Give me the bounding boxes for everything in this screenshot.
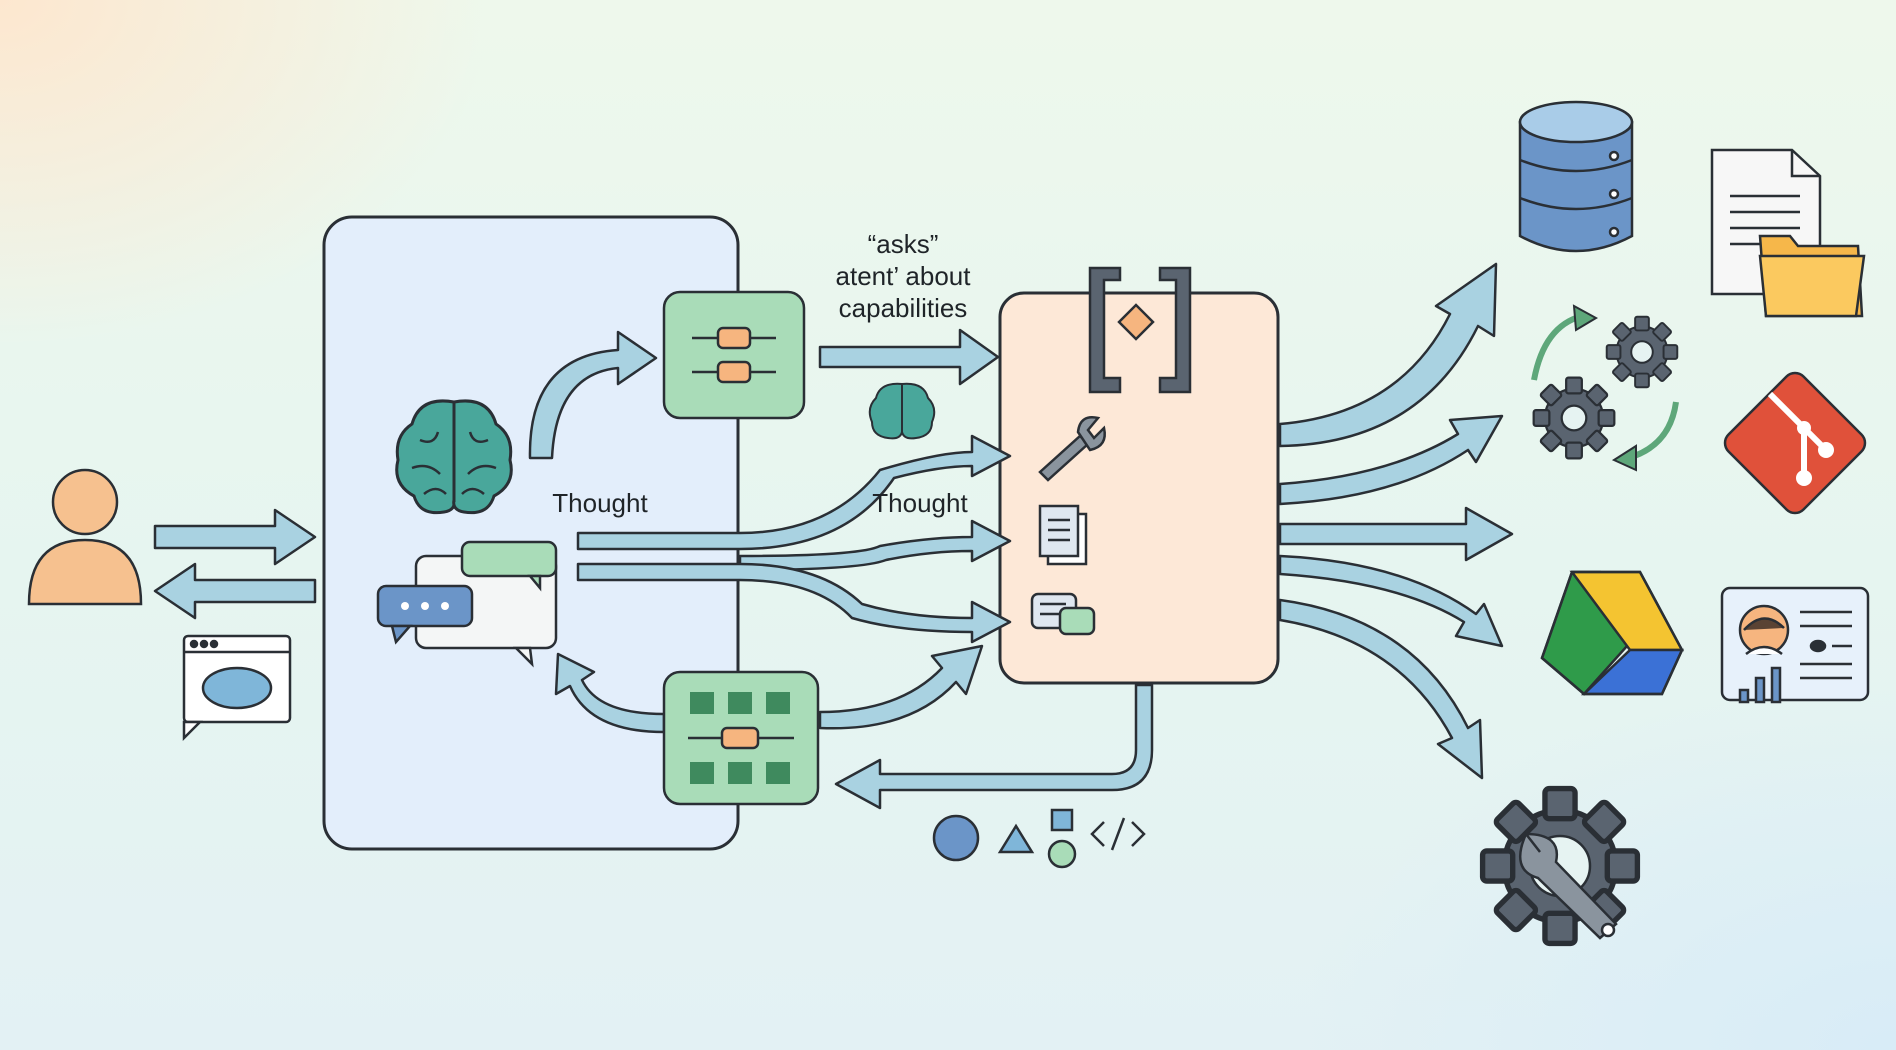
user-icon bbox=[27, 468, 143, 606]
documents-icon bbox=[1038, 504, 1088, 566]
git-icon bbox=[1723, 371, 1867, 515]
module-to-server-lower-arrow bbox=[818, 644, 984, 730]
sync-gears-icon bbox=[1531, 304, 1679, 472]
chat-icon bbox=[1030, 592, 1096, 636]
server-to-gears-arrow bbox=[1278, 414, 1504, 506]
file-folder-icon bbox=[1710, 148, 1866, 318]
module-connector-icon bbox=[662, 290, 806, 420]
module-to-chat-arrow bbox=[554, 652, 666, 734]
brain-to-module-arrow bbox=[528, 330, 658, 460]
thought-to-tool-arrow bbox=[576, 434, 1012, 551]
thought-to-resource-arrow bbox=[738, 519, 1012, 572]
server-bracket-icon bbox=[1088, 266, 1192, 394]
shapes-code-icon bbox=[932, 808, 1146, 869]
thought-label-left: Thought bbox=[552, 488, 648, 518]
asks-label-line2: atent’ about bbox=[835, 261, 971, 291]
drive-icon bbox=[1540, 570, 1685, 696]
asks-label-line3: capabilities bbox=[838, 293, 968, 323]
server-panel bbox=[998, 291, 1280, 685]
server-to-profile-arrow bbox=[1278, 554, 1504, 648]
asks-label-line1: “asks” bbox=[867, 229, 939, 259]
arrows-group bbox=[153, 262, 1514, 810]
user-to-agent-arrow bbox=[153, 508, 317, 566]
agent-to-user-arrow bbox=[153, 562, 317, 620]
small-brain-icon bbox=[868, 382, 936, 440]
browser-chat-icon bbox=[182, 634, 292, 742]
profile-card-icon bbox=[1720, 586, 1870, 704]
database-icon bbox=[1518, 100, 1634, 253]
server-to-database-arrow bbox=[1278, 262, 1498, 448]
thought-to-prompt-arrow bbox=[576, 562, 1012, 644]
server-to-agent-return-arrow bbox=[834, 683, 1154, 810]
settings-wrench-icon bbox=[1483, 789, 1638, 944]
asks-capabilities-label: “asks” atent’ about capabilities bbox=[800, 228, 1006, 324]
brain-icon bbox=[395, 399, 513, 515]
chat-bubbles-icon bbox=[376, 540, 558, 668]
server-to-settings-arrow bbox=[1278, 598, 1484, 780]
module-grid-icon bbox=[662, 670, 820, 806]
wrench-icon bbox=[1038, 416, 1106, 482]
thought-label-right: Thought bbox=[872, 488, 968, 518]
module-to-server-arrow bbox=[818, 328, 1000, 386]
server-to-drive-arrow bbox=[1278, 506, 1514, 562]
